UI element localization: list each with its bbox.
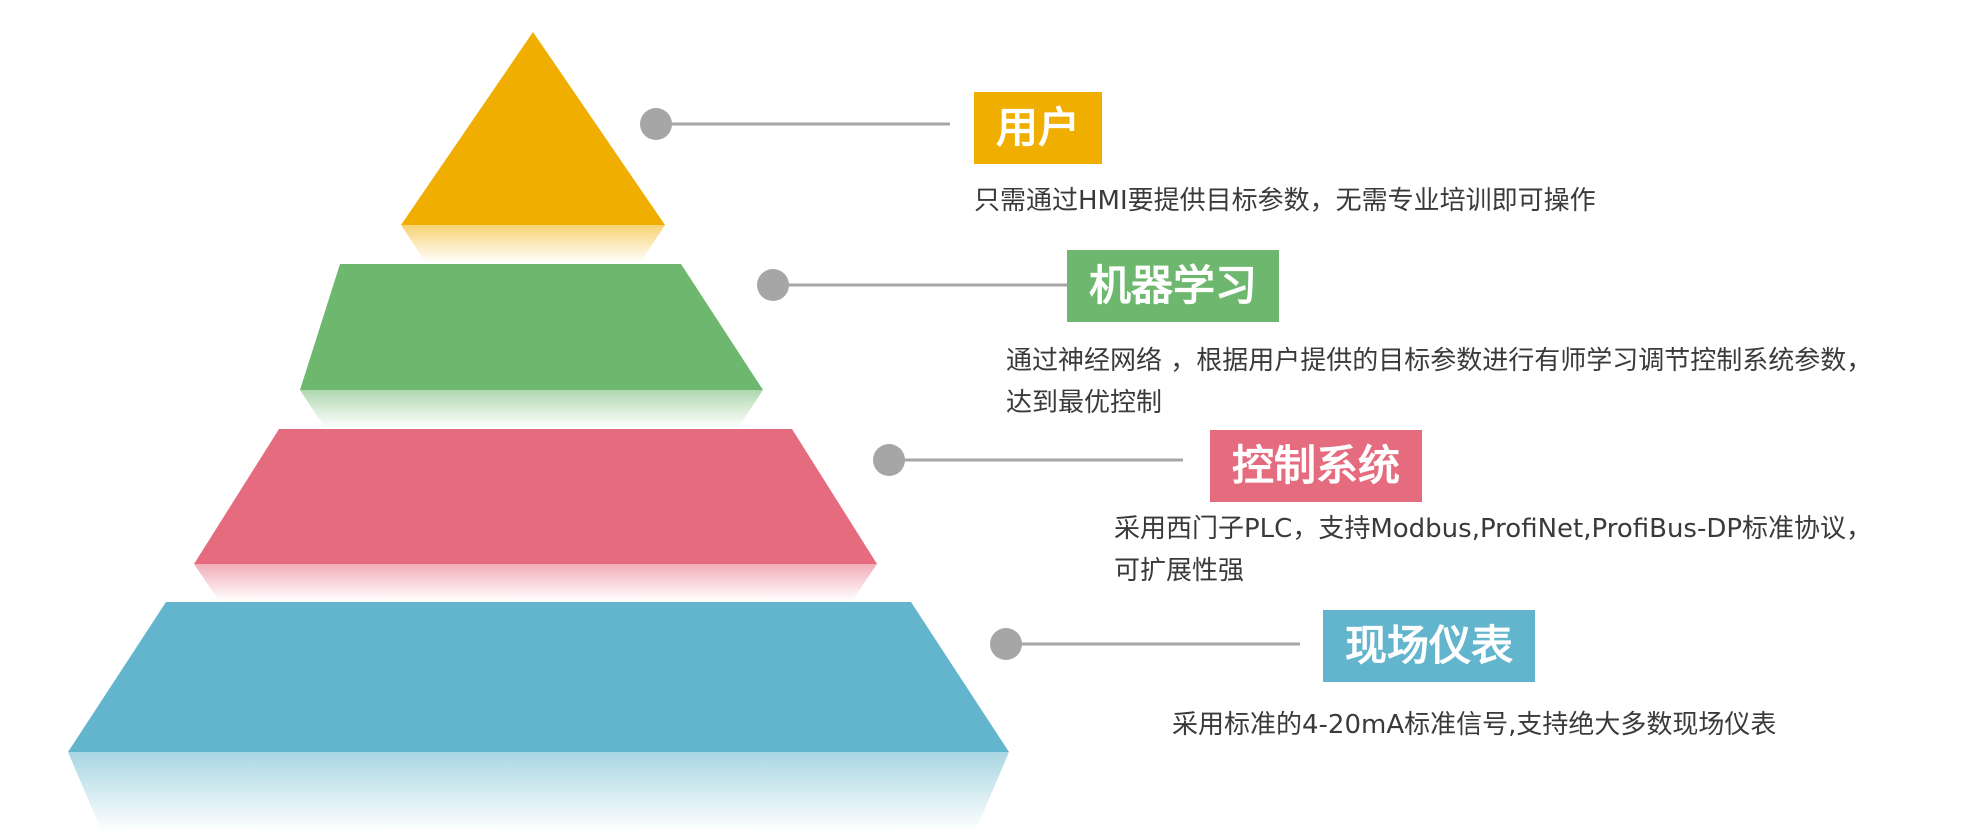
connector-2 [873, 444, 1183, 476]
pyramid-level-0 [401, 32, 665, 225]
pyramid-level-1 [300, 264, 763, 390]
pyramid-level-2 [194, 429, 877, 564]
description-line: 只需通过HMI要提供目标参数，无需专业培训即可操作 [974, 186, 1596, 216]
level-title-badge: 用户 [974, 92, 1102, 164]
pyramid-level-3-reflection [68, 752, 1009, 832]
pyramid-level-3 [68, 602, 1009, 752]
description-line: 达到最优控制 [1006, 388, 1163, 418]
level-description: 采用西门子PLC，支持Modbus,ProfiNet,ProfiBus-DP标准… [1114, 508, 1872, 592]
level-description: 采用标准的4-20mA标准信号,支持绝大多数现场仪表 [1172, 704, 1776, 746]
description-line: 通过神经网络 ，根据用户提供的目标参数进行有师学习调节控制系统参数， [1006, 346, 1873, 376]
level-title-badge: 机器学习 [1067, 250, 1279, 322]
pyramid-level-0-reflection [401, 225, 665, 263]
level-description: 通过神经网络 ，根据用户提供的目标参数进行有师学习调节控制系统参数， 达到最优控… [1006, 340, 1872, 424]
description-line: 采用标准的4-20mA标准信号,支持绝大多数现场仪表 [1172, 710, 1777, 740]
level-title-badge: 控制系统 [1210, 430, 1422, 502]
description-line: 可扩展性强 [1114, 556, 1245, 586]
connector-0 [640, 108, 950, 140]
pyramid-level-2-reflection [194, 564, 877, 601]
level-title-badge: 现场仪表 [1323, 610, 1535, 682]
pyramid-level-1-reflection [300, 390, 763, 428]
level-description: 只需通过HMI要提供目标参数，无需专业培训即可操作 [974, 180, 1596, 222]
description-line: 采用西门子PLC，支持Modbus,ProfiNet,ProfiBus-DP标准… [1114, 514, 1873, 544]
connector-1 [757, 269, 1067, 301]
connector-3 [990, 628, 1300, 660]
